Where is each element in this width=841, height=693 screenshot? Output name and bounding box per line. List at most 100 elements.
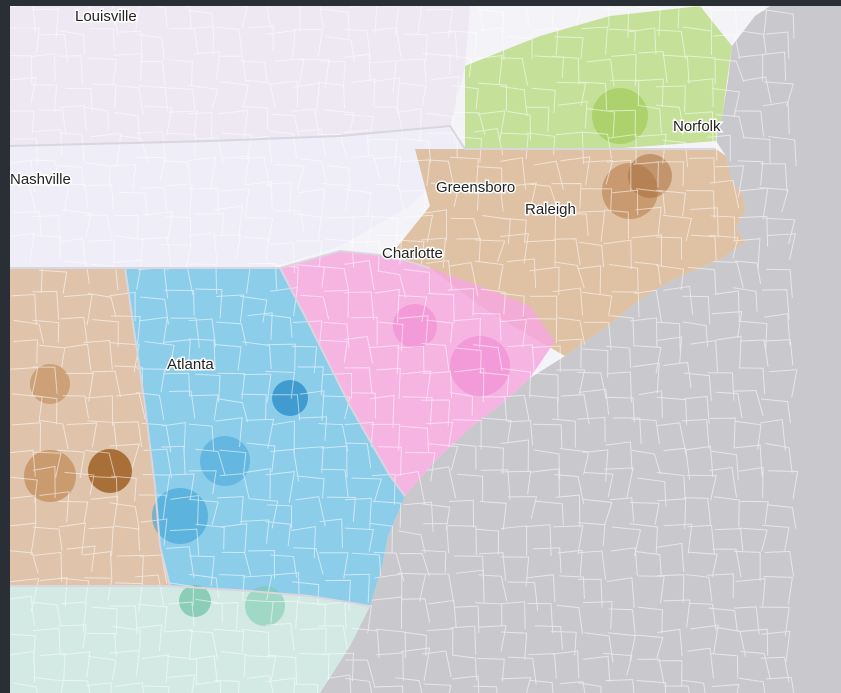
city-label-louisville[interactable]: Louisville <box>74 7 139 27</box>
county-boundary-segment <box>344 497 372 529</box>
county-boundary-segment <box>32 526 63 552</box>
county-boundary-segment <box>267 504 293 529</box>
county-boundary-segment <box>578 388 610 415</box>
county-boundary-segment <box>500 132 529 160</box>
county-boundary-segment <box>473 685 498 693</box>
county-boundary-segment <box>219 188 250 218</box>
county-boundary-segment <box>682 26 712 56</box>
county-boundary-segment <box>343 28 372 59</box>
county-boundary-segment <box>478 6 485 32</box>
county-boundary-segment <box>166 674 196 693</box>
county-boundary-segment <box>343 53 371 82</box>
county-boundary-segment <box>299 653 330 680</box>
county-boundary-segment <box>527 318 558 344</box>
county-boundary-segment <box>221 551 252 576</box>
county-boundary-segment <box>607 396 635 423</box>
county-boundary-segment <box>217 496 244 524</box>
county-boundary-segment <box>681 679 706 693</box>
county-boundary-segment <box>14 138 38 166</box>
county-boundary-segment <box>241 105 269 130</box>
county-boundary-segment <box>500 525 528 556</box>
county-boundary-segment <box>114 682 144 693</box>
county-boundary-segment <box>629 523 658 554</box>
county-boundary-segment <box>10 232 35 263</box>
county-boundary-segment <box>377 270 407 298</box>
county-boundary-segment <box>13 319 44 344</box>
city-label-raleigh[interactable]: Raleigh <box>524 200 578 220</box>
alabama-region <box>10 268 170 586</box>
county-boundary-segment <box>90 263 119 290</box>
county-boundary-segment <box>738 320 768 352</box>
county-boundary-segment <box>269 130 298 159</box>
county-boundary-segment <box>768 369 798 398</box>
county-boundary-segment <box>370 394 395 429</box>
county-boundary-segment <box>708 9 738 38</box>
choropleth-map[interactable]: Louisville Nashville Norfolk Greensboro … <box>10 6 841 693</box>
south-carolina-region <box>280 251 555 496</box>
county-boundary-segment <box>32 465 56 499</box>
county-boundary-segment <box>689 624 719 654</box>
county-boundary-segment <box>32 214 61 247</box>
county-boundary-segment <box>404 214 434 243</box>
county-boundary-segment <box>608 371 633 403</box>
county-boundary-segment <box>501 631 528 660</box>
county-boundary-segment <box>215 294 245 323</box>
county-boundary-segment <box>246 442 276 472</box>
county-boundary-segment <box>195 448 226 476</box>
county-boundary-segment <box>376 367 401 400</box>
county-boundary-segment <box>449 499 475 528</box>
county-boundary-segment <box>397 572 427 602</box>
county-boundary-segment <box>581 131 613 160</box>
county-boundary-segment <box>32 394 58 425</box>
county-boundary-segment <box>428 443 459 471</box>
county-boundary-segment <box>474 260 504 291</box>
county-boundary-segment <box>325 238 355 268</box>
county-boundary-segment <box>293 547 324 575</box>
county-boundary-segment <box>707 134 731 162</box>
county-boundary-segment <box>188 318 217 347</box>
state-boundaries <box>10 124 716 607</box>
county-boundary-segment <box>632 362 660 394</box>
county-boundary-segment <box>553 525 584 555</box>
city-label-greensboro[interactable]: Greensboro <box>435 178 517 198</box>
city-label-charlotte[interactable]: Charlotte <box>381 244 445 264</box>
county-boundary-segment <box>195 680 221 693</box>
county-boundary-segment <box>187 9 215 35</box>
county-boundary-segment <box>373 685 404 693</box>
county-boundary-segment <box>109 502 140 530</box>
county-boundary-segment <box>10 550 39 574</box>
city-label-atlanta[interactable]: Atlanta <box>166 355 216 375</box>
county-boundary-segment <box>691 6 713 31</box>
county-boundary-segment <box>450 625 477 655</box>
county-boundary-segment <box>374 573 403 605</box>
county-boundary-segment <box>344 188 372 217</box>
county-boundary-segment <box>320 468 349 498</box>
county-boundary-segment <box>58 55 84 85</box>
county-boundary-segment <box>161 244 192 270</box>
county-boundary-segment <box>376 234 403 265</box>
county-boundary-segment <box>291 108 320 135</box>
county-boundary-segment <box>684 111 714 142</box>
county-boundary-segment <box>735 420 762 450</box>
county-boundary-segment <box>376 652 404 681</box>
county-boundary-segment <box>141 654 169 684</box>
county-boundary-segment <box>681 418 710 449</box>
county-boundary-segment <box>427 132 458 158</box>
dark-county-shading <box>24 88 672 626</box>
county-boundary-segment <box>656 336 683 364</box>
county-boundary-segment <box>534 625 564 650</box>
county-boundary-segment <box>11 294 37 326</box>
county-boundary-segment <box>605 679 635 693</box>
county-boundary-segment <box>767 233 797 260</box>
county-boundary-segment <box>61 209 92 239</box>
county-boundary-segment <box>404 451 436 482</box>
city-label-norfolk[interactable]: Norfolk <box>672 117 723 137</box>
city-label-nashville[interactable]: Nashville <box>10 170 72 190</box>
county-boundary-segment <box>188 263 218 294</box>
county-boundary-segment <box>326 165 351 189</box>
county-boundary-segment <box>710 653 739 679</box>
county-boundary-segment <box>607 133 637 164</box>
map-viewport[interactable]: Louisville Nashville Norfolk Greensboro … <box>10 6 841 693</box>
county-boundary-segment <box>13 339 38 364</box>
county-boundary-segment <box>473 127 504 156</box>
